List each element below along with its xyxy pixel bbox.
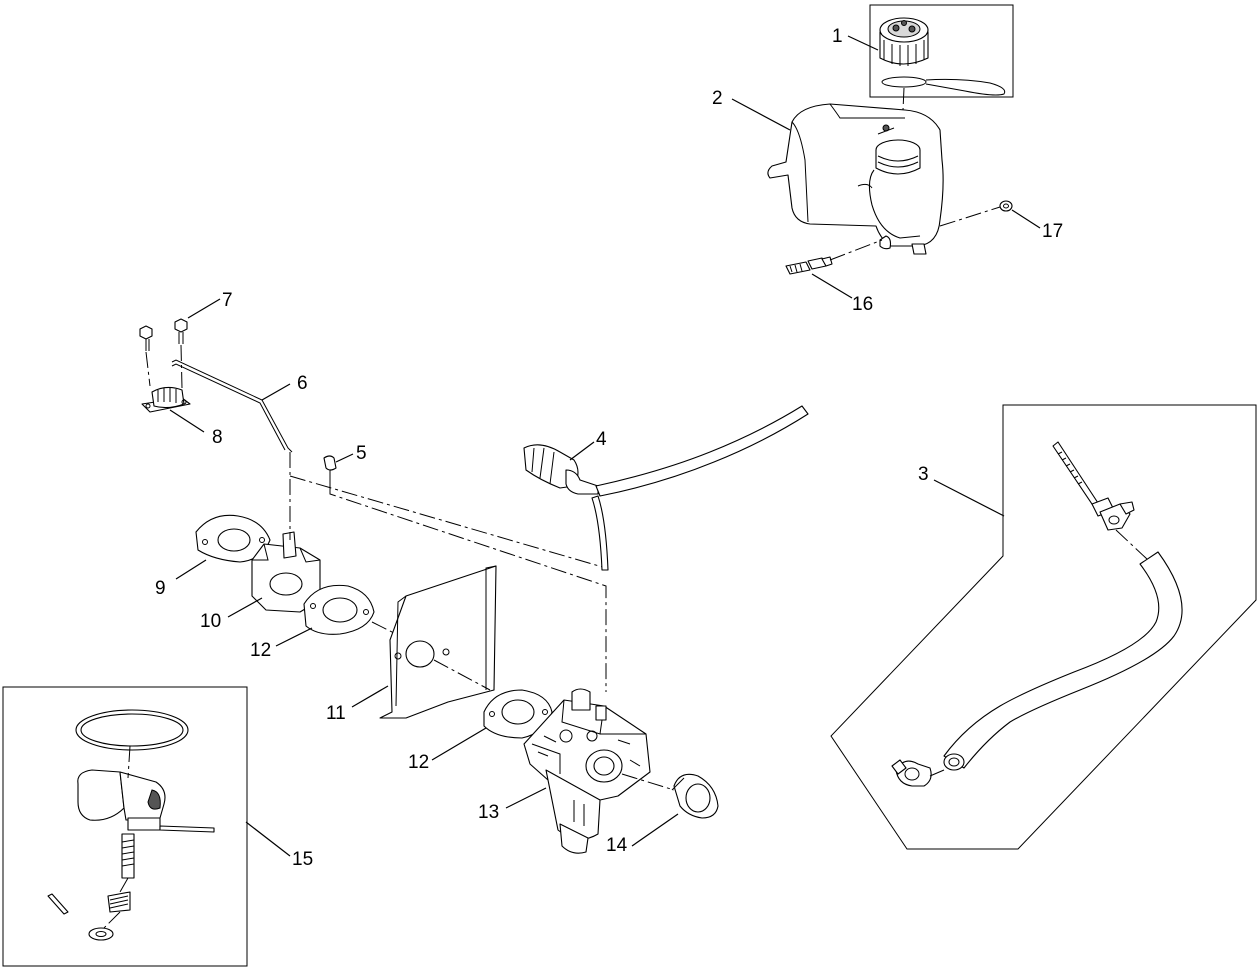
callout-5: 5 bbox=[356, 443, 367, 464]
leader-lines bbox=[169, 35, 1041, 857]
fuel-cap bbox=[879, 17, 1006, 96]
gasket-12-lower bbox=[483, 689, 553, 739]
callout-14: 14 bbox=[606, 835, 628, 856]
carburetor-kit-detail-box bbox=[2, 686, 248, 967]
callout-6: 6 bbox=[297, 373, 308, 394]
spacer-10 bbox=[251, 531, 321, 613]
grommet-17 bbox=[999, 200, 1013, 212]
bolt-7-right bbox=[174, 318, 188, 344]
heat-shield-11 bbox=[379, 565, 497, 719]
fuel-hose-3 bbox=[943, 551, 1183, 771]
gasket-9 bbox=[195, 514, 271, 563]
callout-17: 17 bbox=[1042, 221, 1063, 242]
fuel-line-detail-box bbox=[830, 404, 1257, 850]
callout-3: 3 bbox=[918, 464, 929, 485]
callout-2: 2 bbox=[712, 88, 723, 109]
callout-1: 1 bbox=[832, 26, 843, 47]
hose-clamp-3 bbox=[891, 759, 932, 787]
callout-15: 15 bbox=[292, 849, 313, 870]
gasket-12-upper bbox=[303, 584, 375, 635]
gasket-14 bbox=[671, 773, 719, 819]
callout-16: 16 bbox=[852, 294, 873, 315]
callout-12-upper: 12 bbox=[250, 640, 271, 661]
callout-4: 4 bbox=[596, 429, 607, 450]
callout-9: 9 bbox=[155, 578, 166, 599]
callout-10: 10 bbox=[200, 611, 221, 632]
carburetor-13 bbox=[523, 688, 651, 854]
fuel-tank bbox=[767, 103, 944, 255]
bolt-7-left bbox=[139, 325, 153, 351]
spring-link-5 bbox=[323, 455, 337, 484]
fuel-line-4 bbox=[523, 405, 809, 571]
fuel-cap-detail-box bbox=[869, 4, 1014, 98]
callout-7: 7 bbox=[222, 290, 233, 311]
carb-kit-15 bbox=[47, 709, 215, 941]
bracket-8 bbox=[141, 386, 191, 413]
callout-11: 11 bbox=[326, 703, 346, 724]
callout-12-lower: 12 bbox=[408, 752, 429, 773]
callout-13: 13 bbox=[478, 802, 499, 823]
callout-8: 8 bbox=[212, 427, 223, 448]
fuel-shutoff-valve-3 bbox=[1052, 441, 1135, 531]
throttle-rod-6 bbox=[171, 359, 293, 453]
stud-16 bbox=[785, 256, 833, 275]
